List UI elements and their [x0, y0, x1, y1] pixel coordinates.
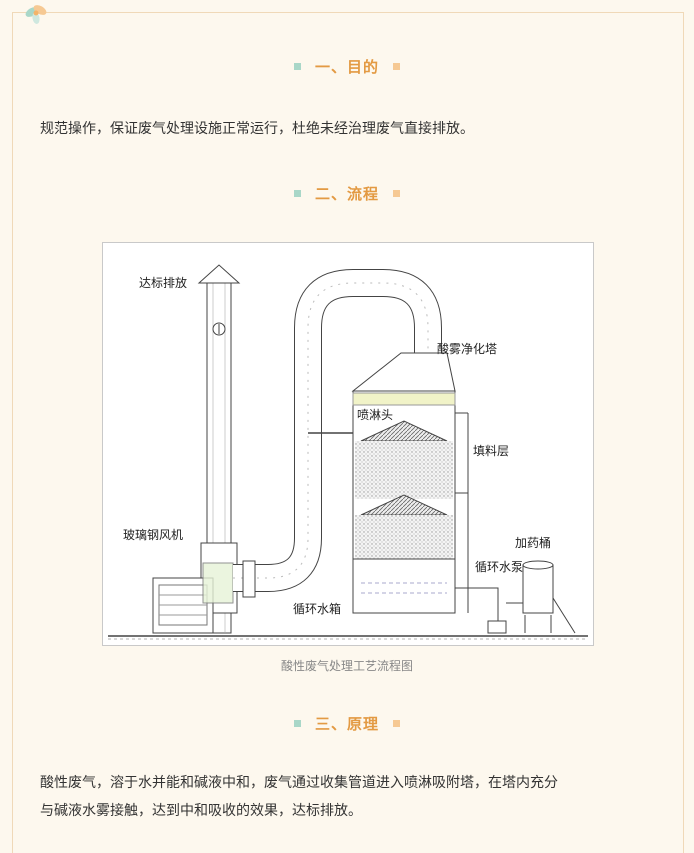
- acid-mist-tower: [308, 352, 469, 614]
- figure-caption: 酸性废气处理工艺流程图: [280, 659, 413, 673]
- label-pump: 循环水泵: [475, 560, 523, 574]
- section-title-purpose: 一、目的: [0, 54, 694, 78]
- principle-line-2: 与碱液水雾接触，达到中和吸收的效果，达标排放。: [40, 803, 362, 819]
- label-nozzle: 喷淋头: [357, 408, 393, 422]
- duct: [233, 269, 442, 598]
- label-fan: 玻璃钢风机: [123, 528, 183, 542]
- square-right-icon: [393, 62, 400, 70]
- square-left-icon: [293, 189, 301, 197]
- purpose-text: 规范操作，保证废气处理设施正常运行，杜绝未经治理废气直接排放。: [40, 121, 474, 137]
- square-left-icon: [293, 62, 301, 70]
- section-title-process: 二、流程: [0, 181, 694, 205]
- page-frame: [12, 12, 684, 853]
- section-title-principle: 三、原理: [0, 711, 694, 735]
- process-diagram: 达标排放 酸雾净化塔 喷淋头 填料层 玻璃钢风机 加药桶 循环水泵 循环水箱: [102, 242, 594, 646]
- label-packing: 填料层: [473, 444, 509, 458]
- section-heading: 三、原理: [314, 714, 379, 733]
- square-left-icon: [293, 719, 301, 727]
- pump-and-dosing: [455, 560, 576, 634]
- label-dosing: 加药桶: [515, 535, 551, 550]
- square-right-icon: [393, 719, 400, 727]
- principle-text: 酸性废气，溶于水并能和碱液中和，废气通过收集管道进入喷淋吸附塔，在塔内充分 与碱…: [40, 769, 660, 825]
- process-diagram-svg: 达标排放 酸雾净化塔 喷淋头 填料层 玻璃钢风机 加药桶 循环水泵 循环水箱: [108, 264, 588, 640]
- square-right-icon: [393, 189, 400, 197]
- principle-line-1: 酸性废气，溶于水并能和碱液中和，废气通过收集管道进入喷淋吸附塔，在塔内充分: [40, 775, 558, 791]
- label-tower: 酸雾净化塔: [437, 341, 497, 356]
- label-tank: 循环水箱: [293, 601, 341, 616]
- section-heading: 一、目的: [314, 57, 379, 76]
- flower-icon: [25, 5, 47, 24]
- section-heading: 二、流程: [314, 184, 379, 203]
- label-exhaust: 达标排放: [139, 275, 187, 290]
